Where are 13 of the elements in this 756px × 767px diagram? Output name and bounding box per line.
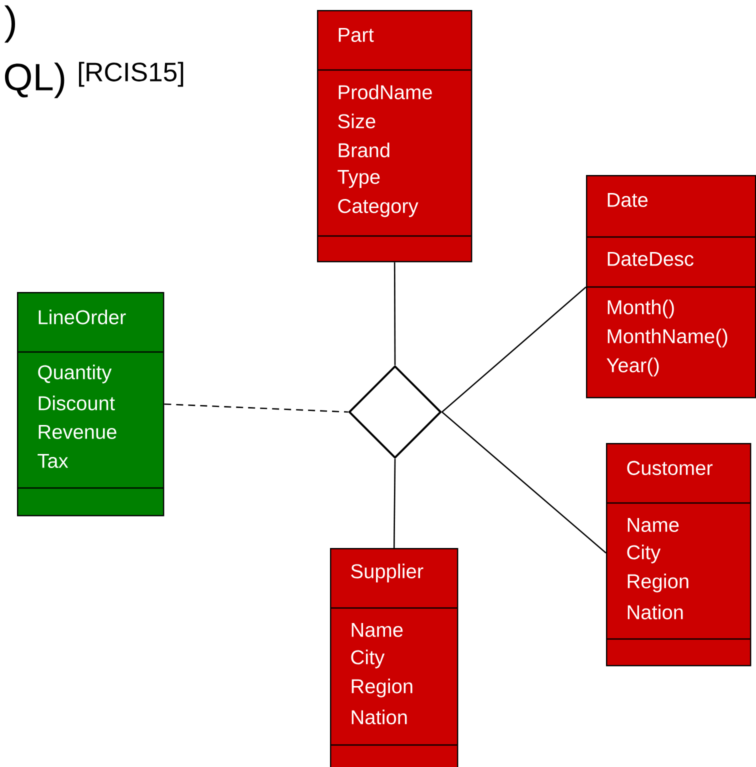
class-box: Supplier Name City Region Nation (330, 548, 458, 767)
relationship-diamond (348, 365, 442, 459)
heading-text: QL) $^{[RCIS15]}$ (5, 62, 184, 98)
connector-line (393, 459, 396, 548)
class-box: LineOrder Quantity Discount Revenue Tax (17, 292, 164, 516)
connector-line (442, 286, 586, 412)
class-box: Date DateDesc Month() MonthName() Year() (586, 175, 756, 398)
connector-line (164, 403, 348, 413)
heading-text: ) (4, 5, 16, 43)
connector-line (394, 262, 396, 365)
class-box: Part ProdName Size Brand Type Category (317, 10, 472, 262)
connector-line (442, 412, 606, 554)
class-box: Customer Name City Region Nation (606, 443, 752, 666)
